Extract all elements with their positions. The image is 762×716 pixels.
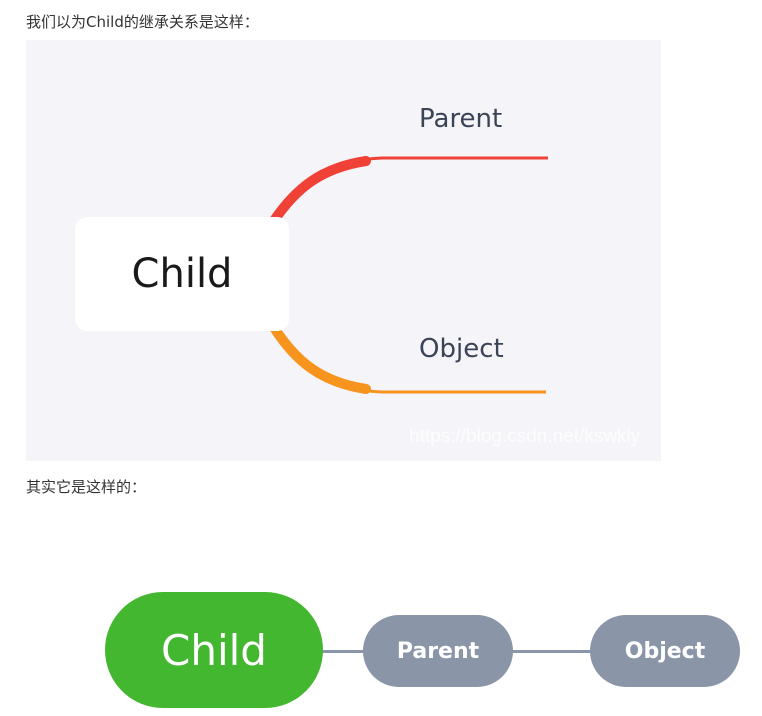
chain-connector: [512, 650, 594, 653]
branch-connector-parent-thick: [268, 156, 371, 227]
mindmap-image: Child Parent Object https://blog.csdn.ne…: [26, 40, 661, 461]
branch-connector-object-thick: [268, 321, 371, 394]
chain-connector: [320, 650, 366, 653]
intro-text: 我们以为Child的继承关系是这样：: [26, 13, 259, 31]
mindmap-connectors: [268, 156, 548, 394]
chain-node-child: Child: [105, 592, 323, 708]
mindmap-branch-object: Object: [419, 334, 504, 364]
watermark: https://blog.csdn.net/kswkly: [409, 426, 641, 447]
mindmap-branch-parent: Parent: [419, 104, 503, 134]
inheritance-chain-diagram: Child Parent Object: [0, 590, 762, 710]
chain-node-parent: Parent: [363, 615, 513, 687]
actual-text: 其实它是这样的：: [26, 478, 147, 496]
branch-connector-parent: [271, 156, 548, 223]
mindmap-center-node: Child: [75, 217, 289, 331]
branch-connector-object: [271, 325, 546, 394]
chain-node-object: Object: [590, 615, 740, 687]
